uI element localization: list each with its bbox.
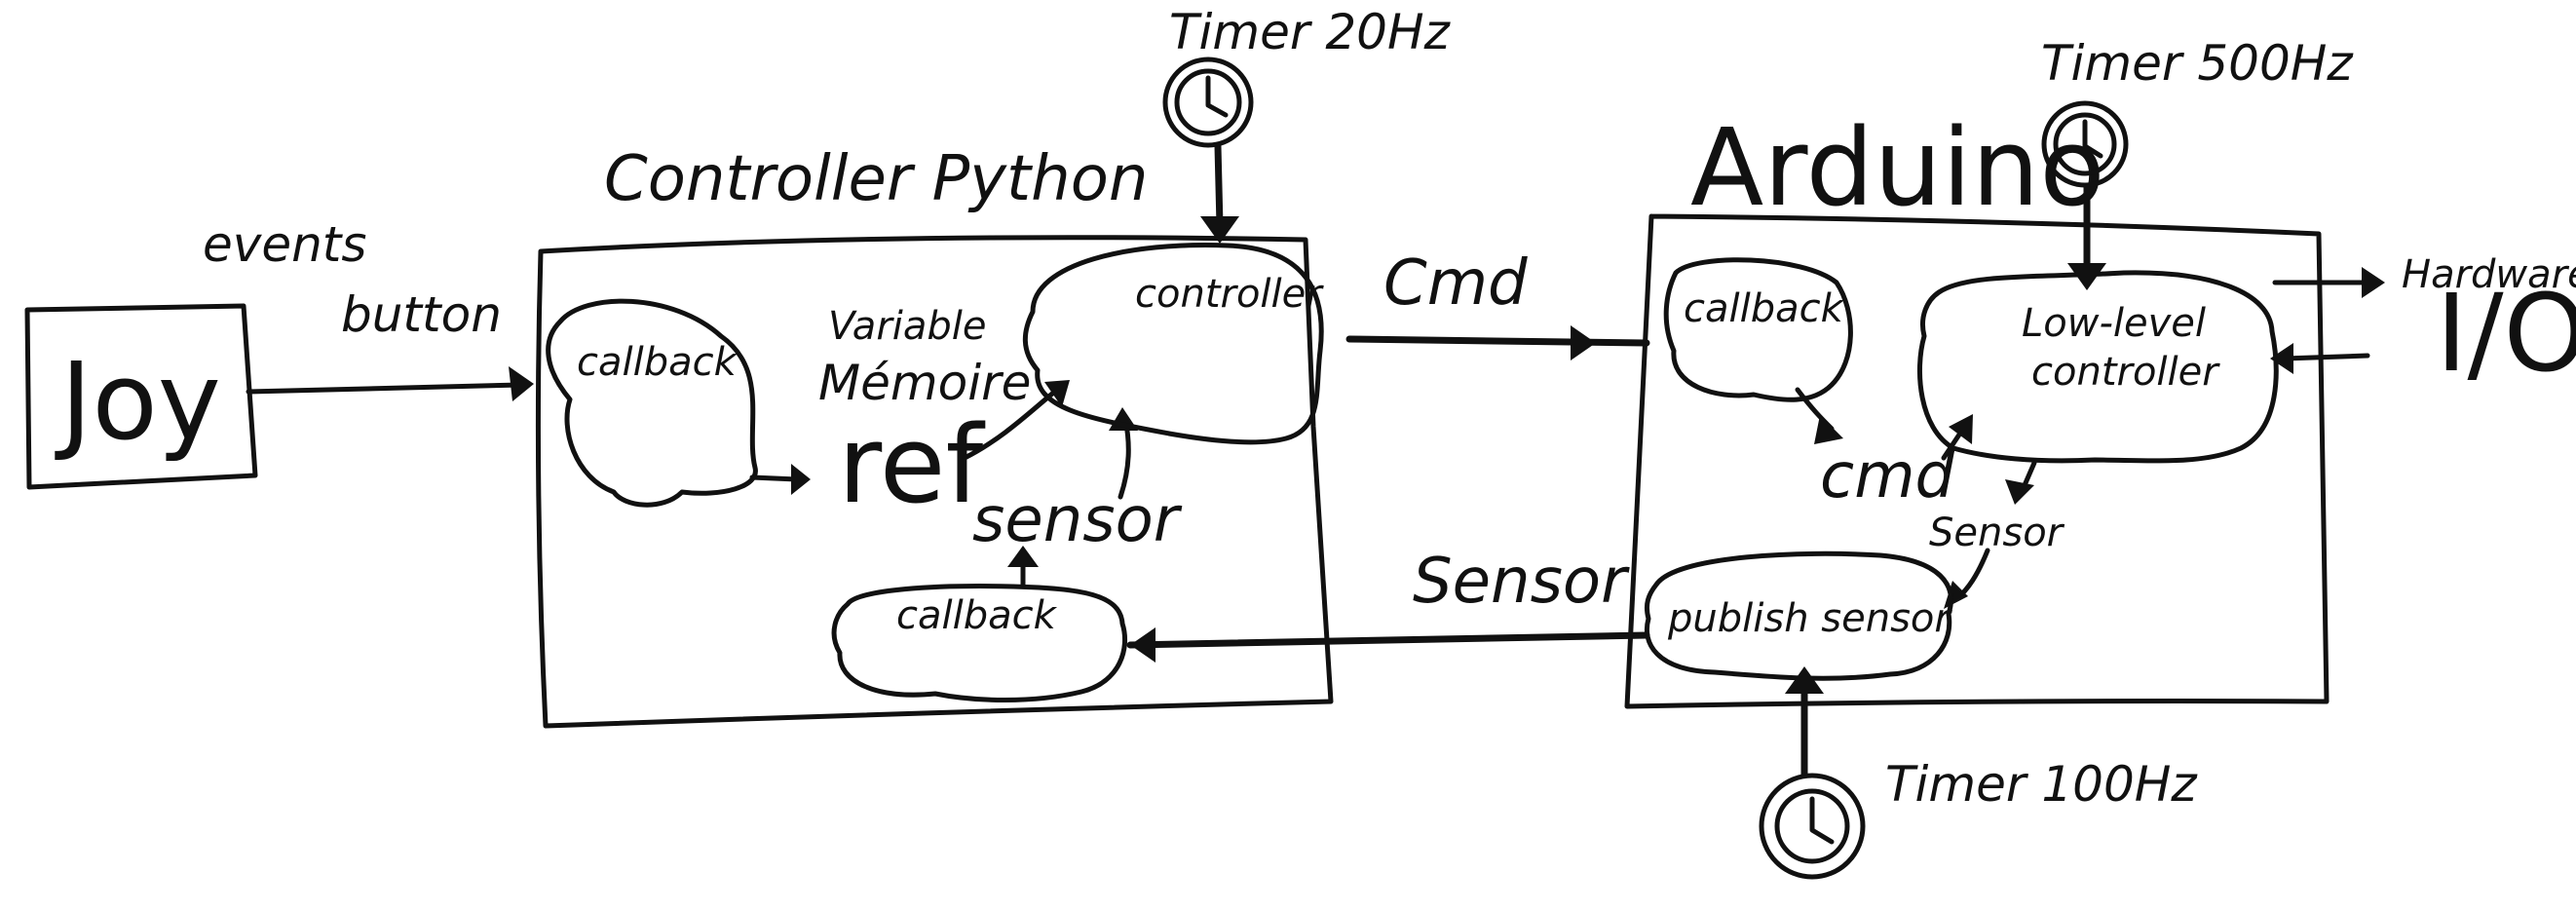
cmd-to-lowlevel-head	[1949, 414, 1973, 444]
sensor-link-label: Sensor	[1413, 546, 1630, 618]
hardware-in-head	[2270, 343, 2293, 374]
timer-20hz-clock-hands	[1205, 75, 1229, 118]
arduino-box	[1624, 213, 2330, 709]
hardware-io-label: I/O	[2436, 271, 2576, 396]
callback-arduino-blob	[1663, 257, 1853, 402]
publish-sensor-label: publish sensor	[1667, 596, 1952, 641]
timer-100hz-arrow-head	[1785, 666, 1824, 694]
joy-label: Joy	[55, 339, 221, 464]
sensor-python-label: sensor	[972, 484, 1183, 556]
lowlevel-to-sensor-head	[2005, 479, 2034, 505]
callback-to-sensor-head	[1007, 546, 1039, 567]
sensor-link-arrow	[1126, 631, 1650, 649]
low-level-controller-blob	[1917, 270, 2279, 464]
callback-to-cmd-head	[1814, 415, 1843, 444]
timer-20hz-arrow	[1214, 142, 1224, 230]
arduino-title: Arduino	[1690, 105, 2105, 230]
cmd-link-arrow-head	[1571, 325, 1596, 360]
cmd-arduino-label: cmd	[1820, 440, 1955, 512]
controller-python-title: Controller Python	[604, 143, 1148, 215]
button-label: button	[341, 286, 502, 343]
timer-500hz-clock-inner	[2053, 112, 2117, 176]
memoire-label: Mémoire	[818, 355, 1031, 411]
ref-to-controller-head	[1044, 380, 1070, 407]
timer-100hz-clock-inner	[1774, 788, 1850, 864]
callback-arduino-label: callback	[1684, 286, 1845, 331]
button-arrow-head	[509, 366, 534, 401]
timer-500hz-clock-hands	[2082, 119, 2103, 159]
timer-100hz-clock-icon	[1759, 773, 1866, 880]
variable-label: Variable	[828, 304, 987, 349]
low-level-controller-label: controller	[2031, 350, 2220, 395]
publish-sensor-blob	[1644, 550, 1953, 681]
timer-100hz-label: Timer 100Hz	[1885, 756, 2198, 813]
hardware-in-arrow	[2282, 353, 2370, 361]
timer-20hz-clock-inner	[1174, 68, 1242, 136]
hardware-out-head	[2362, 267, 2385, 298]
events-label: events	[203, 216, 366, 273]
ref-label: ref	[838, 402, 985, 527]
callback-sensor-label: callback	[896, 593, 1058, 638]
controller-label: controller	[1135, 272, 1324, 317]
timer-20hz-label: Timer 20Hz	[1169, 4, 1452, 60]
cmd-link-arrow	[1345, 335, 1650, 347]
timer-20hz-clock-icon	[1162, 57, 1254, 148]
timer-500hz-label: Timer 500Hz	[2041, 35, 2354, 92]
low-level-label: Low-level	[2022, 301, 2206, 346]
sensor-arduino-label: Sensor	[1929, 511, 2065, 555]
timer-20hz-arrow-head	[1200, 216, 1239, 244]
callback-sensor-blob	[831, 584, 1128, 702]
callback-to-ref-head	[791, 464, 811, 495]
joy-box	[24, 303, 258, 490]
callback-button-label: callback	[577, 340, 739, 385]
controller-python-box	[535, 235, 1334, 729]
timer-100hz-clock-hands	[1809, 796, 1835, 845]
controller-blob	[1022, 243, 1324, 445]
timer-500hz-arrow-head	[2067, 263, 2106, 290]
sensor-link-arrow-head	[1130, 627, 1155, 663]
hardware-label: Hardware	[2402, 252, 2576, 297]
callback-to-ref-arrow	[749, 474, 800, 482]
button-arrow	[246, 382, 524, 395]
cmd-link-label: Cmd	[1383, 247, 1528, 320]
callback-button-blob	[546, 298, 758, 508]
